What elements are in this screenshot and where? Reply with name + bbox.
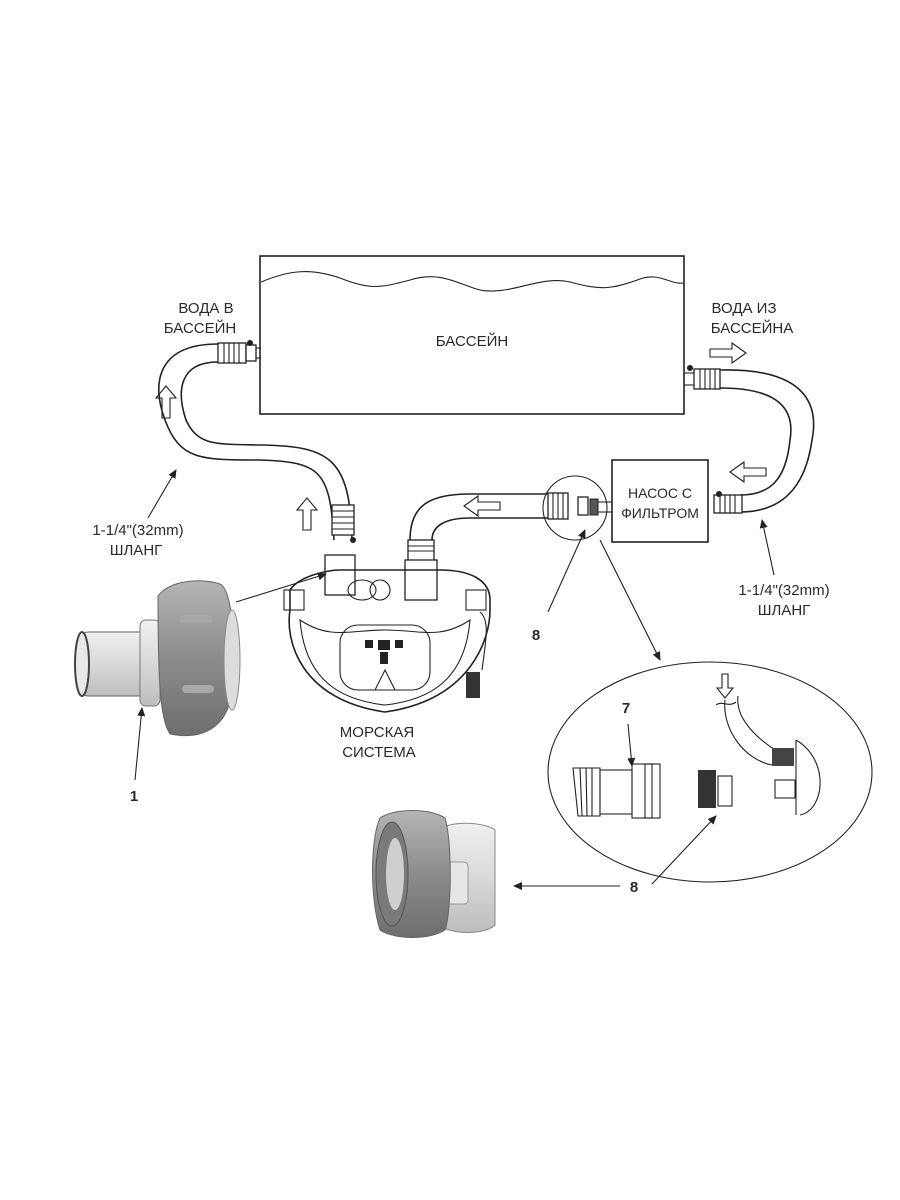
suction-hose xyxy=(684,365,815,514)
saltwater-system xyxy=(283,554,491,713)
adapter-8-detail xyxy=(698,770,716,808)
system-label-line1: МОРСКАЯ xyxy=(340,724,414,741)
pool-outline xyxy=(259,255,685,415)
pump-filter: НАСОС С ФИЛЬТРОМ xyxy=(611,459,709,543)
hose-right-pointer xyxy=(759,519,775,576)
detail-pointer xyxy=(599,539,661,661)
hose-clamp-left-pool xyxy=(217,340,261,364)
water-out-label-line1: ВОДА ИЗ xyxy=(711,300,776,317)
flow-arrow-right-icon xyxy=(709,341,747,365)
hose-clamp-right-pool xyxy=(684,365,721,390)
flow-arrow-left-icon-2 xyxy=(463,494,501,518)
hose-right-label-line2: ШЛАНГ xyxy=(758,602,811,619)
flow-arrow-down-icon xyxy=(715,673,735,699)
water-in-label-line2: БАССЕЙН xyxy=(164,319,236,337)
detail-highlight-circle xyxy=(542,475,608,541)
hose-clamp-right-pump xyxy=(713,491,743,514)
part-7-label: 7 xyxy=(622,700,630,717)
part-1-label: 1 xyxy=(130,788,138,805)
part-8-detail-pointer xyxy=(651,815,717,885)
system-label-line2: СИСТЕМА xyxy=(342,744,416,761)
pump-box xyxy=(611,459,709,543)
water-out-label-line2: БАССЕЙНА xyxy=(711,319,793,337)
water-in-label-line1: ВОДА В xyxy=(178,300,233,317)
pool: БАССЕЙН xyxy=(259,255,685,415)
part-8-bottom-label: 8 xyxy=(630,879,638,896)
adapter-part-8 xyxy=(372,810,496,938)
hose-left-pointer xyxy=(147,469,177,519)
part-7-pointer xyxy=(627,723,636,767)
hose-left-label-line1: 1-1/4"(32mm) xyxy=(92,522,183,539)
pool-label: БАССЕЙН xyxy=(436,332,508,350)
part-1-pointer xyxy=(134,707,146,781)
hose-left-label-line2: ШЛАНГ xyxy=(110,542,163,559)
pump-label-line1: НАСОС С xyxy=(628,485,692,501)
hose-right-label-line1: 1-1/4"(32mm) xyxy=(738,582,829,599)
pump-label-line2: ФИЛЬТРОМ xyxy=(621,505,699,521)
hose-clamp-left-system xyxy=(331,504,356,543)
part-1-to-system-pointer xyxy=(235,572,327,603)
part-8-top-label: 8 xyxy=(532,627,540,644)
flow-arrow-up-icon xyxy=(154,385,178,419)
flow-arrow-up-icon-2 xyxy=(295,497,319,531)
part-8-top-pointer xyxy=(547,529,586,613)
flow-arrow-left-icon xyxy=(729,460,767,484)
detail-ellipse: 7 xyxy=(547,661,873,883)
water-surface-wave xyxy=(260,271,685,292)
adapter-part-1 xyxy=(74,580,241,737)
hose-corrugated xyxy=(572,767,601,817)
return-hose xyxy=(154,340,356,543)
pump-to-system-hose xyxy=(407,492,612,563)
